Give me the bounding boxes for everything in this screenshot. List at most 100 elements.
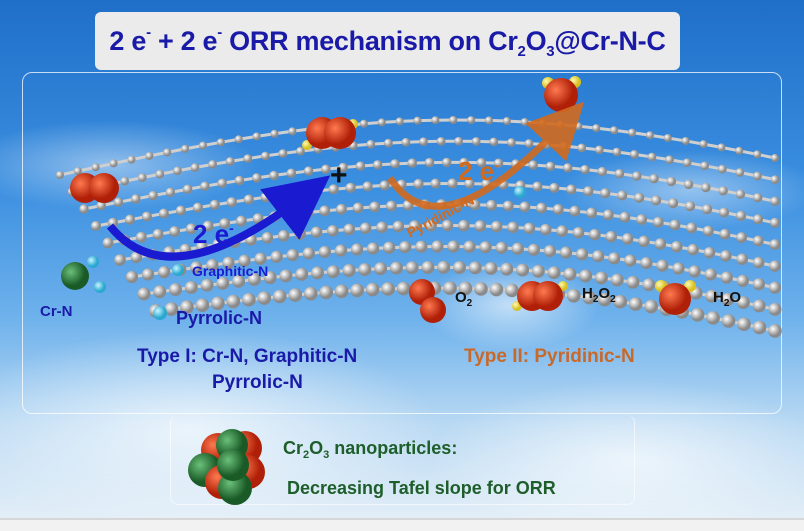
carbon-atom xyxy=(624,254,637,267)
carbon-atom xyxy=(628,297,643,311)
plus-sign: + xyxy=(330,159,348,192)
carbon-atom xyxy=(152,228,164,240)
carbon-atom xyxy=(663,133,672,142)
carbon-atom xyxy=(141,268,155,281)
cr-n-label: Cr-N xyxy=(40,303,73,320)
carbon-atom xyxy=(270,129,279,138)
carbon-atom xyxy=(425,219,437,232)
carbon-atom xyxy=(141,211,152,222)
carbon-atom xyxy=(552,204,564,215)
carbon-atom xyxy=(421,260,435,274)
carbon-atom xyxy=(474,220,486,232)
carbon-atom xyxy=(769,260,781,272)
carbon-atom xyxy=(343,223,355,236)
carbon-atom xyxy=(303,286,318,301)
carbon-atom xyxy=(583,186,594,197)
carbon-atom xyxy=(489,282,504,297)
carbon-atom xyxy=(200,181,210,191)
type1-label: Type I: Cr-N, Graphitic-N xyxy=(137,346,357,367)
carbon-atom xyxy=(489,137,499,147)
carbon-atom xyxy=(79,204,89,214)
carbon-atom xyxy=(649,173,659,184)
carbon-atom xyxy=(181,144,190,153)
carbon-atom xyxy=(538,119,547,128)
carbon-atom xyxy=(401,137,411,147)
carbon-atom xyxy=(169,283,182,297)
carbon-atom xyxy=(278,149,288,158)
carbon-atom xyxy=(671,240,683,253)
carbon-atom xyxy=(717,143,726,152)
carbon-atom xyxy=(326,265,340,279)
carbon-atom xyxy=(311,185,322,196)
carbon-atom xyxy=(216,276,230,290)
carbon-atom xyxy=(752,320,767,335)
carbon-atom xyxy=(520,117,529,126)
carbon-atom xyxy=(211,296,225,311)
carbon-atom xyxy=(286,168,296,178)
carbon-atom xyxy=(479,241,492,254)
carbon-atom xyxy=(640,256,653,270)
carbon-atom xyxy=(602,209,614,221)
carbon-atom xyxy=(334,244,348,257)
carbon-atom xyxy=(579,269,593,283)
legend-h2o: H2O xyxy=(655,280,741,315)
carbon-atom xyxy=(270,250,283,263)
nitrogen-atom xyxy=(94,281,106,293)
carbon-atom xyxy=(735,189,746,199)
carbon-atom xyxy=(771,154,779,163)
carbon-atom xyxy=(737,296,750,310)
carbon-atom xyxy=(311,266,324,280)
carbon-atom xyxy=(752,214,764,225)
carbon-atom xyxy=(169,226,181,237)
carbon-atom xyxy=(247,272,261,286)
carbon-atom xyxy=(437,260,451,274)
carbon-atom xyxy=(753,192,763,203)
carbon-atom xyxy=(277,189,288,200)
carbon-atom xyxy=(73,167,82,176)
type2-electron-label: 2 e- xyxy=(458,156,499,186)
carbon-atom xyxy=(90,220,102,232)
carbon-atom xyxy=(260,192,271,203)
carbon-atom xyxy=(184,281,198,294)
carbon-atom xyxy=(613,294,628,309)
nitrogen-atom xyxy=(172,264,184,276)
carbon-atom xyxy=(735,168,745,177)
carbon-atom xyxy=(589,228,601,241)
carbon-atom xyxy=(137,287,151,301)
carbon-atom xyxy=(702,225,714,237)
carbon-atom xyxy=(192,202,203,213)
carbon-atom xyxy=(721,292,735,306)
carbon-atom xyxy=(175,205,186,216)
carbon-atom xyxy=(507,221,519,234)
carbon-atom xyxy=(511,242,524,255)
carbon-atom xyxy=(359,222,372,234)
carbon-atom xyxy=(384,138,393,148)
carbon-atom xyxy=(638,235,650,248)
footer-bar xyxy=(0,518,804,531)
carbon-atom xyxy=(610,126,619,135)
nanoparticle-panel xyxy=(170,415,635,505)
carbon-atom xyxy=(447,240,460,253)
carbon-atom xyxy=(701,182,711,193)
carbon-atom xyxy=(355,161,366,171)
carbon-atom xyxy=(486,199,497,211)
carbon-atom xyxy=(107,217,119,228)
carbon-atom xyxy=(721,314,736,328)
carbon-atom xyxy=(127,155,136,164)
carbon-atom xyxy=(366,139,376,149)
carbon-atom xyxy=(630,150,639,159)
carbon-atom xyxy=(502,117,511,126)
carbon-atom xyxy=(395,117,404,126)
carbon-atom xyxy=(125,270,139,284)
carbon-atom xyxy=(547,266,561,280)
carbon-atom xyxy=(654,238,667,250)
carbon-atom xyxy=(768,324,782,338)
carbon-atom xyxy=(252,132,261,141)
type2-electron-arrow xyxy=(387,101,585,210)
carbon-atom xyxy=(619,211,631,223)
carbon-atom xyxy=(592,250,605,263)
carbon-atom xyxy=(490,220,503,233)
carbon-atom xyxy=(543,245,557,258)
nitrogen-atom xyxy=(87,256,99,268)
carbon-atom xyxy=(288,288,303,302)
